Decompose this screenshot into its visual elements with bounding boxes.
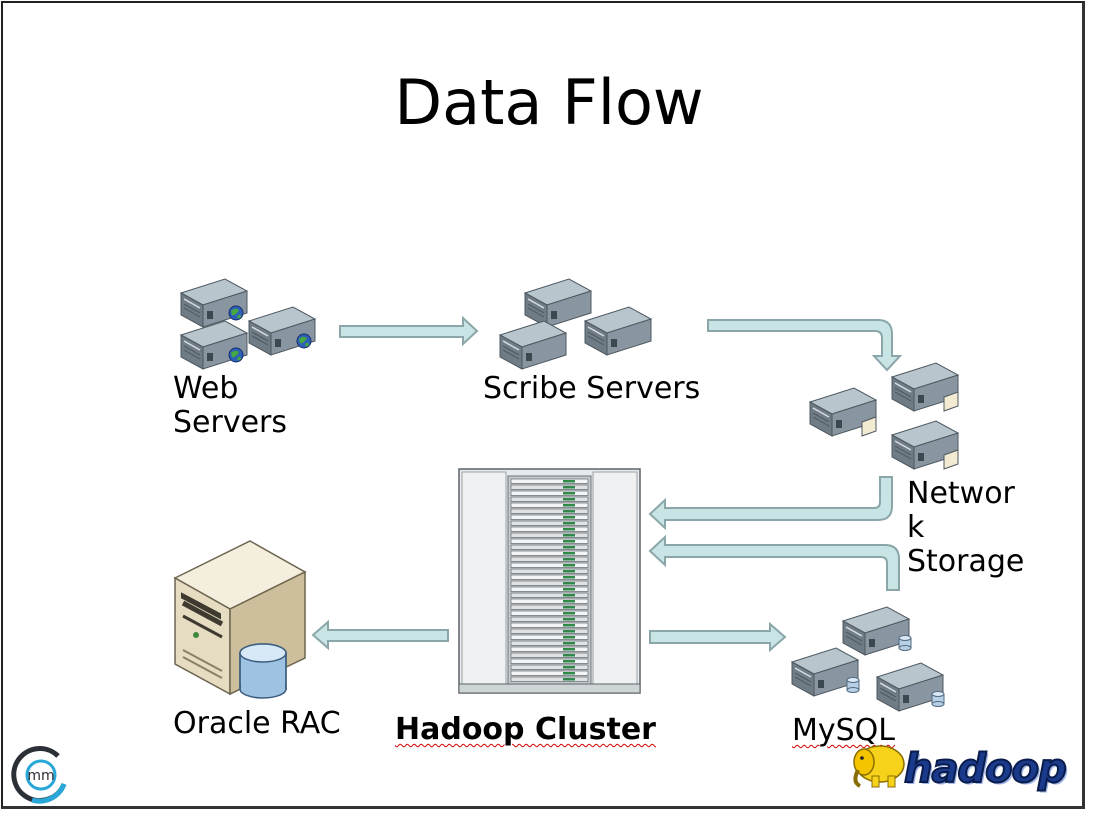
rack-unit <box>510 484 589 490</box>
mm-logo-icon: mm <box>11 746 67 804</box>
rack-unit <box>510 478 589 484</box>
hadoop-cluster-text: Hadoop Cluster <box>395 712 656 747</box>
hadoop-cluster-label: Hadoop Cluster <box>395 713 656 747</box>
rack-unit <box>510 514 589 520</box>
network-storage-label: Networ k Storage <box>907 476 1025 579</box>
rack-unit-led <box>563 588 575 591</box>
rack-unit <box>510 622 589 628</box>
rack-unit <box>510 640 589 646</box>
rack-unit-led <box>563 534 575 537</box>
arrow-storage-to-hadoop <box>648 476 893 531</box>
rack-unit <box>510 592 589 598</box>
rack-unit <box>510 496 589 502</box>
rack-unit <box>510 550 589 556</box>
hadoop-cluster-rack-icon <box>458 468 641 694</box>
rack-unit-led <box>563 552 575 555</box>
rack-unit-led <box>563 654 575 657</box>
arrow-scribe-to-storage <box>707 319 903 372</box>
rack-unit-led <box>563 510 575 513</box>
rack-unit-led <box>563 600 575 603</box>
rack-unit <box>510 580 589 586</box>
rack-unit <box>510 658 589 664</box>
rack-unit-led <box>563 522 575 525</box>
rack-unit-led <box>563 546 575 549</box>
arrow-web-to-scribe <box>339 315 479 347</box>
scribe-servers-icon <box>499 278 652 370</box>
rack-unit-led <box>563 612 575 615</box>
rack-unit-led <box>563 582 575 585</box>
mysql-text: MySQL <box>792 713 896 748</box>
rack-unit <box>510 676 589 682</box>
oracle-rac-server-icon <box>173 540 307 699</box>
rack-unit-led <box>563 480 575 483</box>
rack-unit-led <box>563 606 575 609</box>
rack-unit-led <box>563 516 575 519</box>
rack-unit <box>510 568 589 574</box>
oracle-rac-label: Oracle RAC <box>173 706 341 741</box>
rack-unit-led <box>563 486 575 489</box>
web-servers-icon <box>180 278 316 370</box>
rack-unit-led <box>563 558 575 561</box>
rack-unit-led <box>563 678 575 681</box>
rack-unit <box>510 628 589 634</box>
rack-unit-led <box>563 576 575 579</box>
rack-unit <box>510 574 589 580</box>
rack-unit-led <box>563 564 575 567</box>
rack-unit-led <box>563 618 575 621</box>
scribe-servers-label: Scribe Servers <box>483 371 701 406</box>
rack-unit <box>510 508 589 514</box>
rack-unit-led <box>563 540 575 543</box>
rack-unit <box>510 556 589 562</box>
arrow-mysql-to-hadoop <box>648 534 900 591</box>
rack-unit <box>510 538 589 544</box>
rack-unit <box>510 670 589 676</box>
rack-unit-led <box>563 504 575 507</box>
mysql-label: MySQL <box>792 714 895 748</box>
rack-unit <box>510 634 589 640</box>
rack-unit-led <box>563 666 575 669</box>
rack-unit-led <box>563 642 575 645</box>
slide-title: Data Flow <box>394 66 704 139</box>
rack-unit-led <box>563 528 575 531</box>
rack-unit-led <box>563 636 575 639</box>
rack-unit-led <box>563 630 575 633</box>
rack-unit-led <box>563 570 575 573</box>
network-storage-icon <box>809 362 959 470</box>
rack-unit <box>510 544 589 550</box>
rack-unit <box>510 616 589 622</box>
hadoop-elephant-icon <box>853 745 905 788</box>
web-servers-label: Web Servers <box>173 371 288 440</box>
rack-unit <box>510 502 589 508</box>
arrow-hadoop-to-oracle <box>311 619 449 651</box>
rack-unit <box>510 532 589 538</box>
rack-unit-led <box>563 594 575 597</box>
hadoop-logo-text: hadoop <box>903 745 1068 793</box>
rack-unit <box>510 646 589 652</box>
slide-frame <box>1 1 1085 809</box>
rack-unit <box>510 562 589 568</box>
rack-unit <box>510 604 589 610</box>
rack-unit-led <box>563 672 575 675</box>
rack-unit <box>510 586 589 592</box>
rack-unit-led <box>563 648 575 651</box>
rack-unit-led <box>563 624 575 627</box>
rack-unit <box>510 520 589 526</box>
mysql-servers-icon <box>791 606 945 712</box>
rack-unit-led <box>563 498 575 501</box>
mm-logo-text: mm <box>27 768 54 784</box>
rack-unit <box>510 610 589 616</box>
rack-unit-led <box>563 492 575 495</box>
arrow-hadoop-to-mysql <box>649 621 787 653</box>
rack-unit <box>510 652 589 658</box>
rack-unit-led <box>563 660 575 663</box>
rack-unit <box>510 526 589 532</box>
rack-unit <box>510 490 589 496</box>
rack-unit <box>510 664 589 670</box>
rack-unit <box>510 598 589 604</box>
